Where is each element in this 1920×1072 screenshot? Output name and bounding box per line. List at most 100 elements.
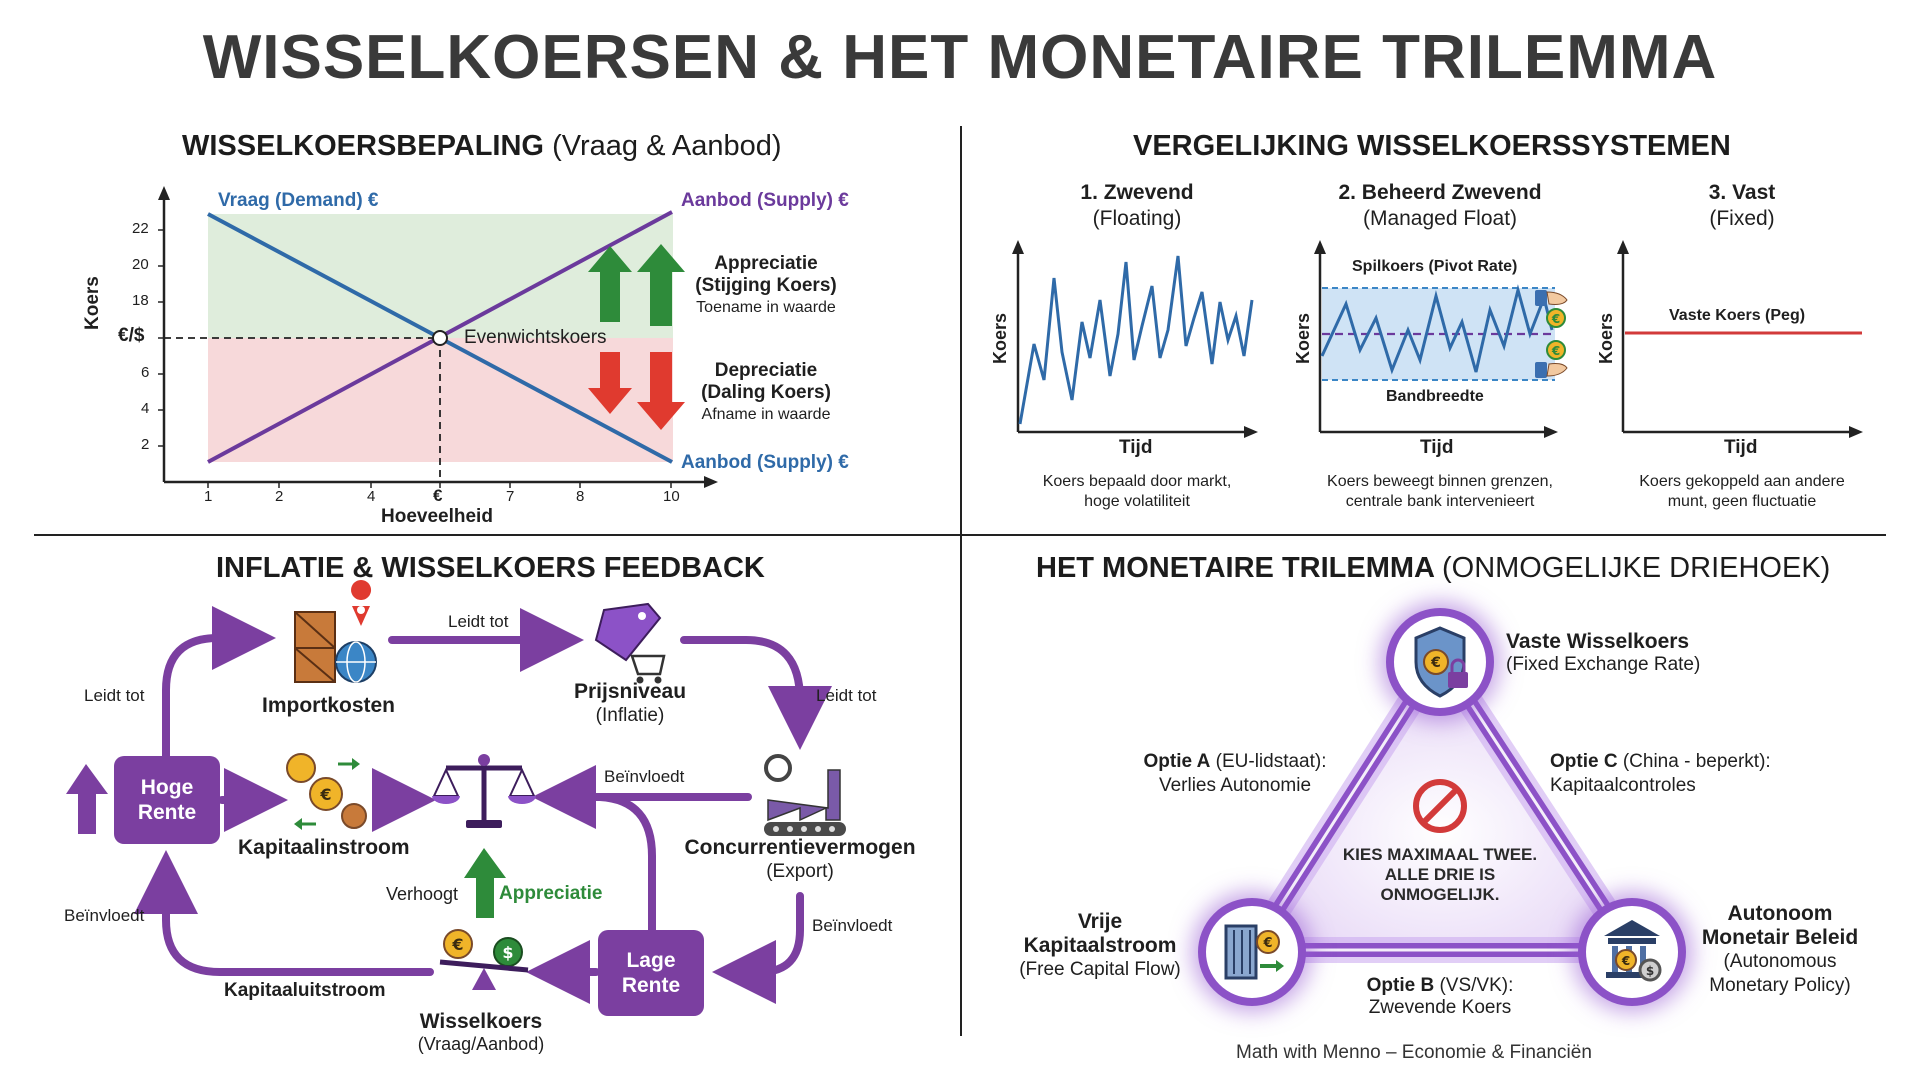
option-c: Optie C (China - beperkt): Kapitaalcontr… bbox=[1550, 750, 1810, 798]
free-capital-sub: (Free Capital Flow) bbox=[1019, 959, 1181, 980]
low-rate-line: Lage bbox=[626, 949, 676, 972]
down-arrow-icon bbox=[637, 352, 685, 430]
option-a-rest: (EU-lidstaat): bbox=[1215, 751, 1327, 772]
q1-ytick: 18 bbox=[132, 292, 149, 309]
option-b-rest: (VS/VK): bbox=[1439, 975, 1514, 996]
center-line: KIES MAXIMAAL TWEE. bbox=[1342, 845, 1538, 864]
capital-outflow-label: Kapitaaluitstroom bbox=[224, 980, 386, 1001]
central-bank-hand-icon: € bbox=[1535, 290, 1568, 328]
q1-ylabel-unit: €/$ bbox=[118, 325, 145, 346]
option-a-bold: Optie A bbox=[1143, 751, 1211, 772]
competitiveness-title: Concurrentievermogen bbox=[684, 836, 916, 859]
system-desc-line: hoge volatiliteit bbox=[1084, 493, 1190, 510]
option-c-desc: Kapitaalcontroles bbox=[1550, 775, 1696, 796]
vertical-divider bbox=[960, 126, 962, 1036]
center-line: ALLE DRIE IS bbox=[1384, 865, 1496, 884]
option-c-heading: Optie C (China - beperkt): bbox=[1550, 750, 1810, 774]
q1-ytick: 2 bbox=[141, 436, 150, 453]
q1-ytick: 22 bbox=[132, 220, 149, 237]
q1-xlabel: Hoeveelheid bbox=[381, 506, 493, 527]
q2-title: VERGELIJKING WISSELKOERSSYSTEMEN bbox=[1133, 130, 1731, 162]
option-b: Optie B (VS/VK): Zwevende Koers bbox=[1330, 975, 1550, 1019]
floating-rate-line bbox=[1018, 255, 1254, 425]
price-level-label: Prijsniveau (Inflatie) bbox=[540, 680, 720, 728]
influences-label: Beïnvloedt bbox=[64, 906, 145, 925]
q1-title: WISSELKOERSBEPALING (Vraag & Aanbod) bbox=[182, 130, 782, 163]
option-c-rest: (China - beperkt): bbox=[1622, 751, 1771, 772]
q1-title-light: (Vraag & Aanbod) bbox=[552, 130, 782, 162]
down-arrow-icon bbox=[588, 352, 632, 414]
peg-label: Vaste Koers (Peg) bbox=[1669, 307, 1806, 324]
import-costs-icon bbox=[294, 580, 377, 683]
system-desc: Koers beweegt binnen grenzen, centrale b… bbox=[1310, 472, 1570, 512]
import-costs-label: Importkosten bbox=[262, 694, 396, 717]
option-a-heading: Optie A (EU-lidstaat): bbox=[1120, 750, 1350, 774]
system-floating-header: 1. Zwevend (Floating) bbox=[1037, 180, 1237, 232]
fixed-rate-title: Vaste Wisselkoers bbox=[1506, 630, 1690, 653]
system-sub: (Floating) bbox=[1092, 207, 1182, 230]
svg-text:€: € bbox=[319, 785, 331, 804]
option-b-desc: Zwevende Koers bbox=[1368, 997, 1512, 1018]
system-managed-header: 2. Beheerd Zwevend (Managed Float) bbox=[1310, 180, 1570, 232]
option-b-heading: Optie B (VS/VK): bbox=[1330, 975, 1550, 997]
q1-xtick: 2 bbox=[275, 488, 284, 505]
arrow-price-to-competitiveness bbox=[680, 636, 832, 750]
system-xlabel: Tijd bbox=[1724, 437, 1758, 458]
increase-arrow-icon bbox=[66, 764, 108, 834]
high-rate-box: Hoge Rente bbox=[114, 756, 220, 844]
svg-text:€: € bbox=[1262, 936, 1272, 951]
leads-to-label: Leidt tot bbox=[84, 686, 145, 705]
system-desc-line: munt, geen fluctuatie bbox=[1667, 493, 1817, 510]
q4-title-light: (ONMOGELIJKE DRIEHOEK) bbox=[1441, 552, 1831, 584]
system-name: 3. Vast bbox=[1708, 181, 1776, 204]
competitiveness-sub: (Export) bbox=[766, 861, 834, 882]
svg-text:€: € bbox=[451, 935, 463, 954]
autonomous-policy-title: Monetair Beleid bbox=[1701, 926, 1859, 949]
autonomous-policy-sub: (Autonomous bbox=[1723, 951, 1837, 972]
supply-label-bottom: Aanbod (Supply) € bbox=[681, 452, 849, 473]
appreciation-arrow-icon bbox=[464, 848, 506, 918]
system-desc-line: centrale bank intervenieert bbox=[1345, 493, 1535, 510]
arrow-leads-to-import bbox=[162, 606, 276, 760]
up-arrow-icon bbox=[588, 246, 632, 322]
svg-text:€: € bbox=[1621, 954, 1630, 968]
option-c-bold: Optie C bbox=[1550, 751, 1618, 772]
price-level-title: Prijsniveau bbox=[573, 680, 687, 703]
fixed-rate-node: € bbox=[1386, 608, 1494, 716]
prohibited-icon bbox=[1413, 779, 1467, 833]
low-rate-box: Lage Rente bbox=[598, 930, 704, 1016]
supply-label-top: Aanbod (Supply) € bbox=[681, 190, 849, 211]
footer-credit: Math with Menno – Economie & Financiën bbox=[1236, 1042, 1592, 1063]
band-label: Bandbreedte bbox=[1386, 388, 1484, 405]
open-door-money-icon: € bbox=[1224, 924, 1284, 980]
option-a-desc: Verlies Autonomie bbox=[1158, 775, 1312, 796]
svg-text:$: $ bbox=[1646, 964, 1654, 978]
system-desc: Koers bepaald door markt, hoge volatilit… bbox=[1012, 472, 1262, 512]
central-bank-icon: € $ bbox=[1604, 920, 1662, 982]
system-desc: Koers gekoppeld aan andere munt, geen fl… bbox=[1612, 472, 1872, 512]
system-sub: (Fixed) bbox=[1709, 207, 1775, 230]
appreciation-legend: Appreciatie (Stijging Koers) Toename in … bbox=[686, 253, 846, 319]
depreciation-desc: Afname in waarde bbox=[701, 406, 831, 423]
arrow-competitiveness-to-low-rate bbox=[712, 892, 804, 1004]
q1-ytick: 20 bbox=[132, 256, 149, 273]
price-level-sub: (Inflatie) bbox=[595, 705, 665, 726]
depreciation-sub: (Daling Koers) bbox=[701, 382, 831, 403]
appreciation-desc: Toename in waarde bbox=[696, 299, 836, 316]
high-rate-line: Hoge bbox=[140, 776, 194, 799]
autonomous-policy-title: Autonoom bbox=[1727, 902, 1833, 925]
pivot-label: Spilkoers (Pivot Rate) bbox=[1352, 258, 1518, 275]
appreciation-title: Appreciatie bbox=[714, 253, 818, 274]
main-title: WISSELKOERSEN & HET MONETAIRE TRILEMMA bbox=[202, 23, 1718, 92]
q1-xtick: 1 bbox=[204, 488, 213, 505]
q1-xtick: € bbox=[433, 486, 443, 505]
q3-title: INFLATIE & WISSELKOERS FEEDBACK bbox=[216, 552, 765, 584]
svg-text:€: € bbox=[1430, 655, 1441, 671]
autonomous-policy-label: Autonoom Monetair Beleid (Autonomous Mon… bbox=[1680, 902, 1880, 998]
q4-title: HET MONETAIRE TRILEMMA (ONMOGELIJKE DRIE… bbox=[1036, 552, 1830, 585]
exchange-rate-label: Wisselkoers (Vraag/Aanbod) bbox=[396, 1010, 566, 1056]
svg-text:€: € bbox=[1551, 344, 1560, 358]
